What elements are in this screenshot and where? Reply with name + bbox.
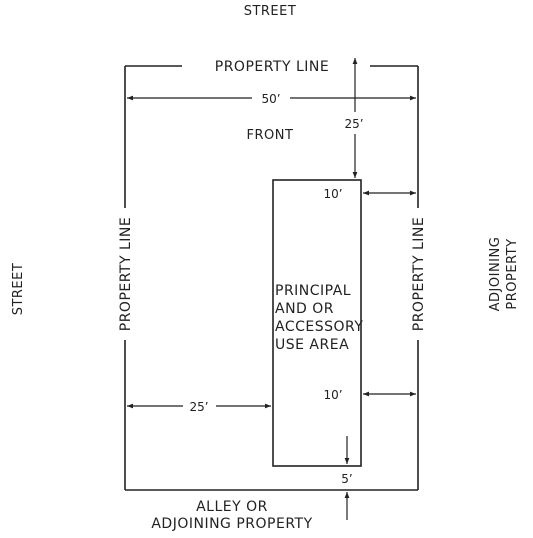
adjoining-label-line2: PROPERTY: [505, 238, 520, 309]
street-left-label: STREET: [11, 263, 26, 316]
use-area-rectangle: [272, 179, 362, 467]
street-top-label: STREET: [244, 4, 297, 19]
left-setback-label: 25’: [189, 400, 208, 414]
property-line-top-label: PROPERTY LINE: [215, 59, 330, 75]
property-line-left-label: PROPERTY LINE: [118, 217, 134, 332]
property-boundary: [124, 65, 419, 491]
use-area-label-line1: PRINCIPAL: [275, 283, 351, 299]
alley-label-line1: ALLEY OR: [196, 499, 268, 515]
rear-setback-label: 5’: [341, 472, 352, 486]
use-area-label-line4: USE AREA: [275, 337, 349, 353]
adjoining-label-line1: ADJOINING: [488, 237, 503, 312]
lot-width-label: 50’: [261, 92, 280, 106]
side-setback-top-label: 10’: [323, 187, 342, 201]
use-area-label-line2: AND OR: [275, 301, 334, 317]
side-setback-bottom-label: 10’: [323, 388, 342, 402]
front-label: FRONT: [247, 128, 294, 143]
use-area-label-line3: ACCESSORY: [275, 319, 363, 335]
property-line-right-label: PROPERTY LINE: [411, 217, 427, 332]
front-setback-label: 25’: [344, 117, 363, 131]
alley-label-line2: ADJOINING PROPERTY: [151, 516, 312, 532]
